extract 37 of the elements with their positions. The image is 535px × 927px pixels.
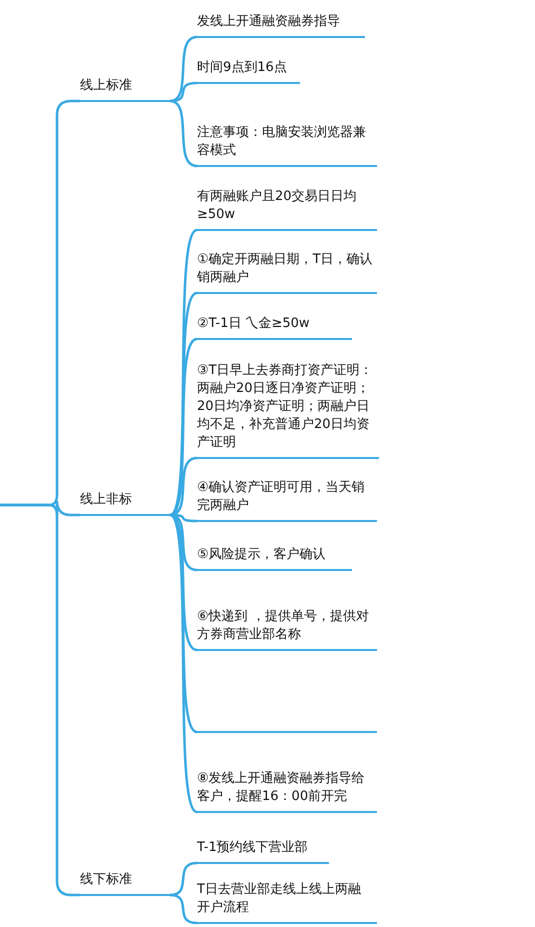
connector-line [170, 894, 198, 924]
leaf-topic [197, 839, 329, 864]
leaf-topic [197, 251, 377, 294]
topic-text: ③T日早上去券商打资产证明：两融户20日逐日净资产证明；20日均净资产证明；两融户日均不足，补充普通户20日均资产证明 [197, 362, 374, 452]
topic-text: ⑧发线上开通融资融券指导给客户，提醒16：00前开完 [197, 770, 366, 806]
topic-text: ②T-1日 乀金≥50w [197, 315, 311, 333]
connector-line [170, 82, 198, 102]
leaf-topic [197, 124, 377, 167]
leaf-topic [197, 881, 377, 924]
topic-text: ④确认资产证明可用，当天销完两融户 [197, 479, 366, 515]
branch-topic [80, 491, 170, 516]
topic-text: ①确定开两融日期，T日，确认销两融户 [197, 251, 374, 287]
connector-line [169, 292, 198, 516]
topic-text: 注意事项：电脑安装浏览器兼容模式 [197, 124, 367, 160]
topic-text: ⑥快递到 ，提供单号，提供对方券商营业部名称 [197, 608, 370, 644]
topic-text: 线上标准 [80, 77, 133, 95]
topic-text: 有两融账户且20交易日日均≥50w [197, 188, 358, 224]
topic-text: 线上非标 [80, 491, 133, 509]
leaf-topic [197, 188, 377, 231]
leaf-topic [197, 59, 300, 84]
branch-topic [80, 77, 170, 102]
connector-line [0, 504, 80, 896]
topic-text: 发线上开通融资融券指导 [197, 13, 341, 31]
topic-text: 线下标准 [80, 871, 133, 889]
connector-line [169, 514, 198, 813]
leaf-topic [197, 770, 377, 813]
topic-text: T日去营业部走线上线上两融开户流程 [197, 881, 362, 917]
topic-text: 时间9点到16点 [197, 59, 288, 77]
topic-text: ⑤风险提示，客户确认 [197, 546, 327, 564]
leaf-topic [197, 546, 352, 571]
connector-line [170, 862, 198, 896]
leaf-topic [197, 13, 365, 38]
topic-text: T-1预约线下营业部 [197, 839, 309, 857]
leaf-topic [197, 608, 377, 651]
leaf-topic [197, 479, 377, 522]
branch-topic [80, 871, 170, 896]
leaf-topic [197, 315, 352, 340]
